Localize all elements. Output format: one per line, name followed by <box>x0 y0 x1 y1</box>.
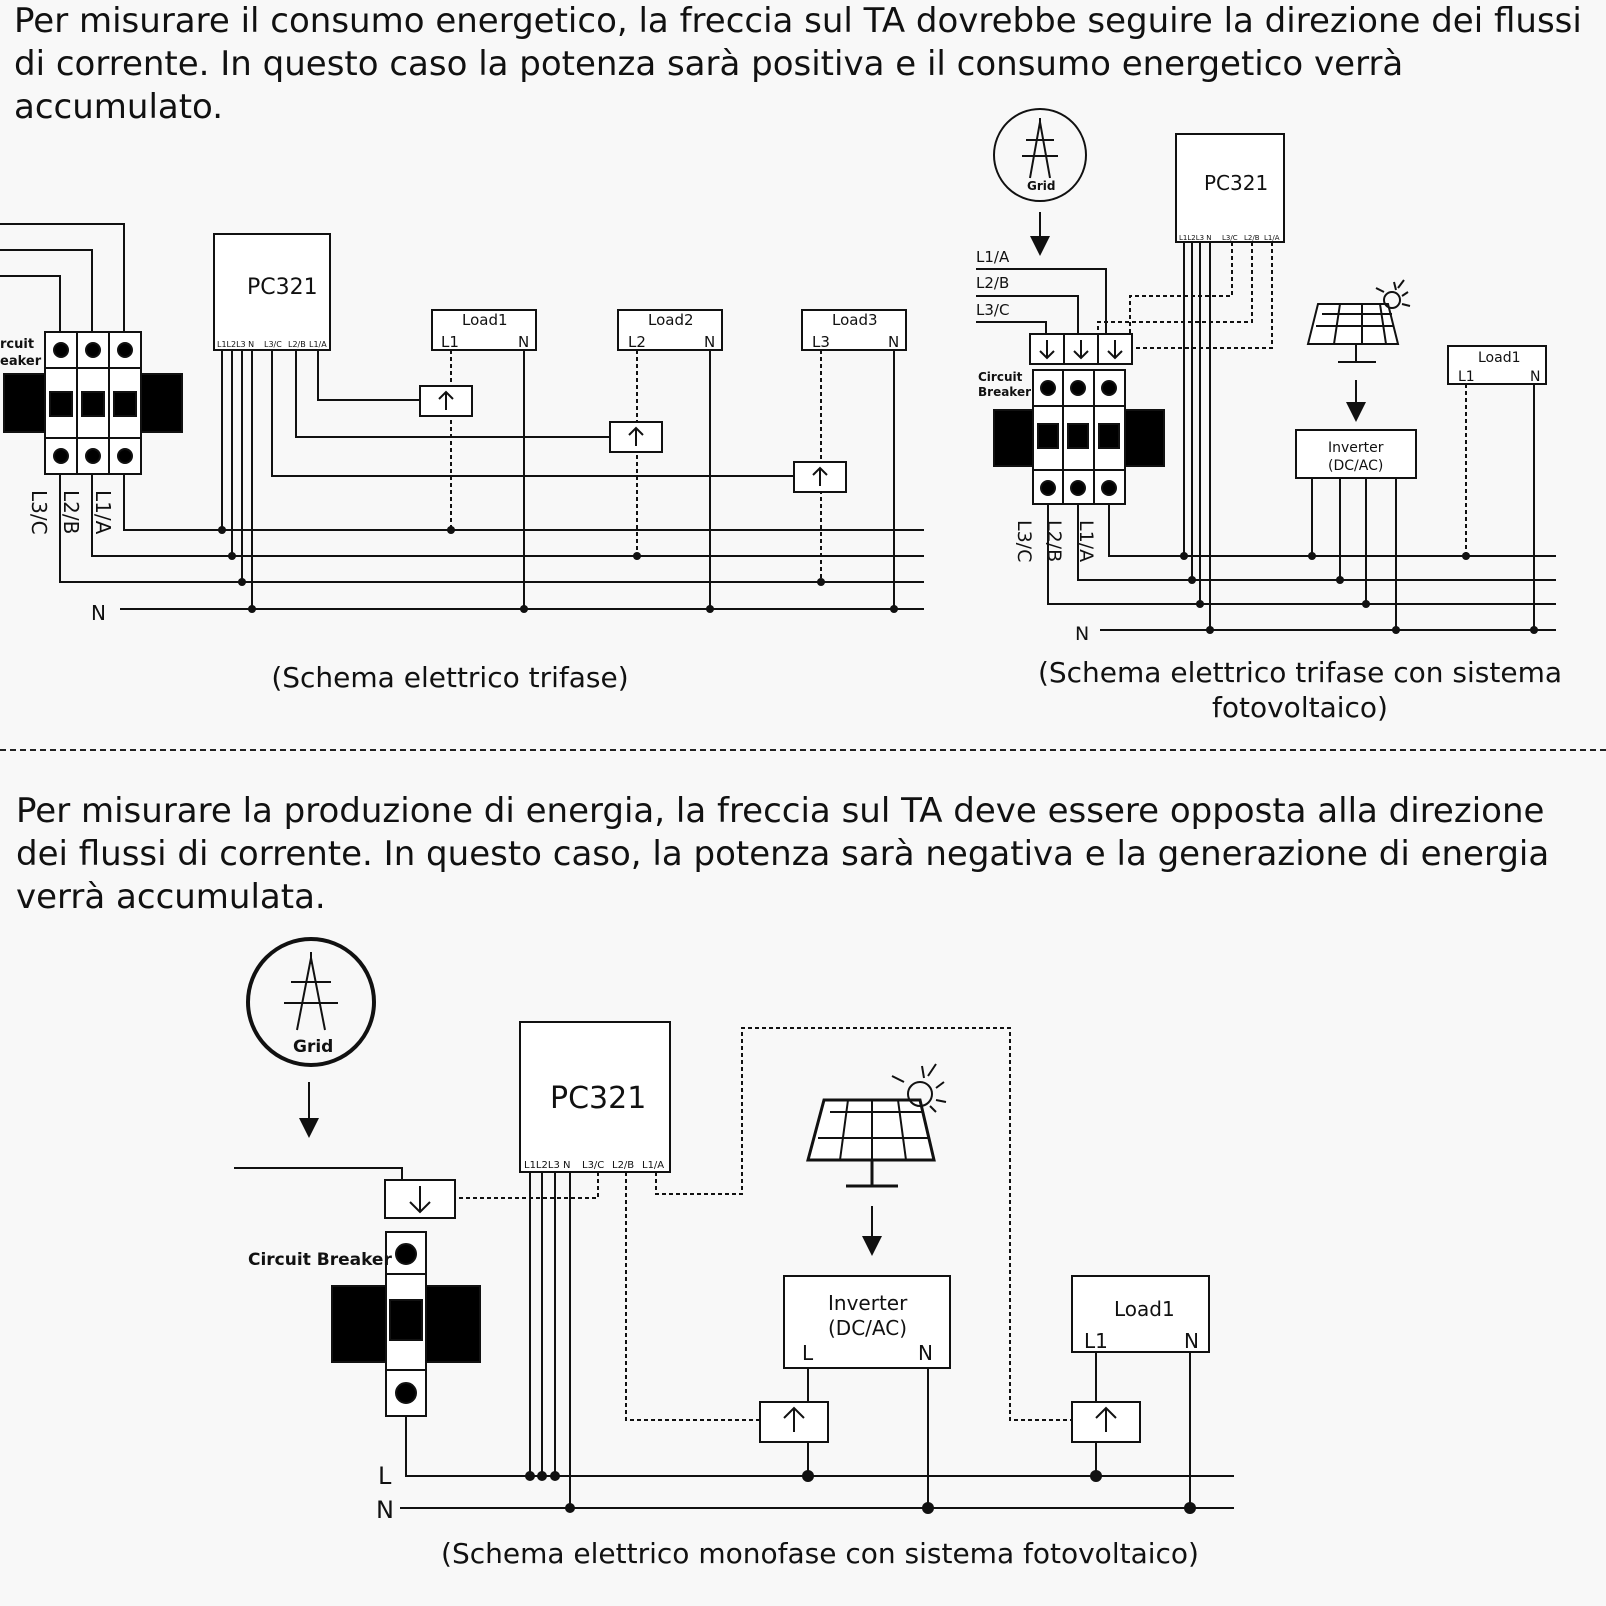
load-label: Load2 <box>648 311 694 329</box>
diagram-three-phase-nodes <box>218 526 898 613</box>
grid-label: Grid <box>1027 179 1055 193</box>
breaker-label: Circuit Breaker <box>248 1250 392 1270</box>
inverter-label: Inverter <box>1328 440 1384 456</box>
phase-label: L3/C <box>1013 520 1035 562</box>
device-label: PC321 <box>247 275 318 300</box>
line-label: L2/B <box>976 274 1009 292</box>
grid-icon <box>993 108 1087 202</box>
phase-label: L2/B <box>59 490 83 534</box>
diagram-three-phase-pv <box>976 108 1556 631</box>
load-label: Load1 <box>1478 350 1521 366</box>
breaker-label: eaker <box>0 354 42 369</box>
line-label: L3/C <box>976 301 1009 319</box>
breaker-label: rcuit <box>0 337 34 352</box>
load-terminal: L1 <box>1084 1329 1108 1353</box>
production-instruction: Per misurare la produzione di energia, l… <box>16 791 1550 917</box>
caption-three-phase: (Schema elettrico trifase) <box>271 661 629 694</box>
terminal-label: L1/A <box>309 340 327 349</box>
breaker-single-pole <box>331 1231 481 1417</box>
load-terminal: N <box>518 333 529 351</box>
caption-three-phase-pv-line2: fotovoltaico) <box>1212 691 1388 724</box>
diagram-three-phase-pv-labels: Grid PC321 L1L2L3 N L3/C L2/B L1/A L1/A … <box>976 171 1540 645</box>
diagram-three-phase-labels: PC321 L1L2L3 N L3/C L2/B L1/A rcuit eake… <box>0 275 899 625</box>
phase-label: L1/A <box>91 490 115 535</box>
terminal-label: L1L2L3 N <box>524 1160 570 1171</box>
inverter-terminal: L <box>802 1341 814 1365</box>
neutral-label: N <box>91 601 106 625</box>
load-terminal: N <box>1184 1329 1199 1353</box>
load-terminal: N <box>1530 369 1540 385</box>
solar-panel-icon <box>1306 279 1411 363</box>
phase-label: L2/B <box>1043 520 1065 562</box>
breaker-label: Breaker <box>978 385 1031 399</box>
diagram-three-phase <box>0 223 924 610</box>
diagram-single-phase-pv-nodes <box>525 1470 1196 1514</box>
breaker-label: Circuit <box>978 370 1023 384</box>
consumption-instruction: Per misurare il consumo energetico, la f… <box>14 1 1582 127</box>
caption-single-phase-pv: (Schema elettrico monofase con sistema f… <box>441 1537 1199 1570</box>
grid-label: Grid <box>293 1037 333 1057</box>
load-terminal: L1 <box>1458 369 1475 385</box>
diagram-single-phase-pv-labels: Grid Circuit Breaker PC321 L1L2L3 N L3/C… <box>248 1037 1199 1524</box>
terminal-label: L3/C <box>582 1160 604 1171</box>
phase-label: L3/C <box>27 490 51 535</box>
load-label: Load1 <box>462 311 508 329</box>
breaker-three-pole <box>3 331 183 475</box>
load-terminal: L1 <box>441 333 459 351</box>
neutral-label: N <box>1075 623 1089 645</box>
terminal-label: L2/B <box>288 340 306 349</box>
load-terminal: L3 <box>812 333 830 351</box>
terminal-label: L2/B <box>1244 234 1260 242</box>
load-terminal: N <box>888 333 899 351</box>
diagram-three-phase-pv-nodes <box>1180 552 1538 634</box>
caption-three-phase-pv-line1: (Schema elettrico trifase con sistema <box>1037 656 1563 689</box>
terminal-label: L1/A <box>1264 234 1280 242</box>
grid-icon <box>246 937 376 1067</box>
terminal-label: L1L2L3 N <box>1179 234 1212 242</box>
neutral-label: N <box>376 1496 394 1524</box>
load-terminal: N <box>704 333 715 351</box>
device-label: PC321 <box>1204 171 1268 195</box>
load-terminal: L2 <box>628 333 646 351</box>
diagram-single-phase-pv <box>234 937 1234 1509</box>
inverter-terminal: N <box>918 1341 933 1365</box>
terminal-label: L1L2L3 N <box>217 340 254 349</box>
live-label: L <box>378 1462 392 1490</box>
terminal-label: L2/B <box>612 1160 634 1171</box>
load-label: Load1 <box>1114 1297 1175 1321</box>
terminal-label: L3/C <box>1222 234 1238 242</box>
breaker-three-pole <box>993 369 1165 505</box>
inverter-label: (DC/AC) <box>1328 458 1383 474</box>
solar-panel-icon <box>806 1063 947 1188</box>
line-label: L1/A <box>976 248 1010 266</box>
terminal-label: L1/A <box>642 1160 664 1171</box>
phase-label: L1/A <box>1075 520 1097 562</box>
terminal-label: L3/C <box>264 340 282 349</box>
device-label: PC321 <box>550 1081 646 1116</box>
load-label: Load3 <box>832 311 878 329</box>
inverter-label: Inverter <box>828 1291 908 1315</box>
inverter-label: (DC/AC) <box>828 1316 907 1340</box>
section-divider <box>0 749 1606 751</box>
